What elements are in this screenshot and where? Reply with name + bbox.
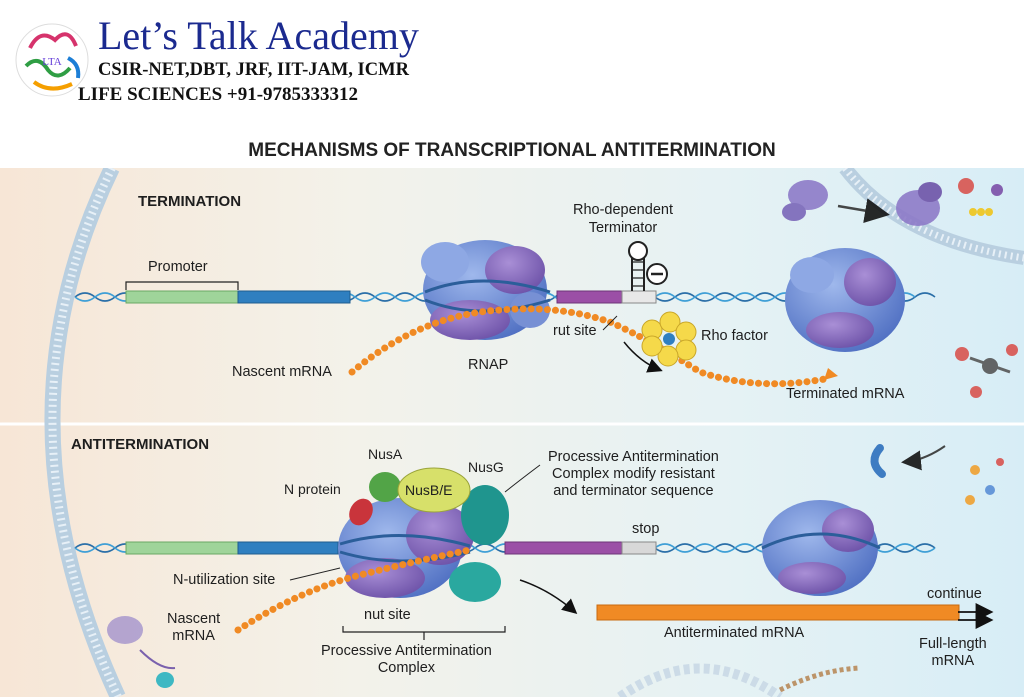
- brand-subtitle: CSIR-NET,DBT, JRF, IIT-JAM, ICMR: [98, 60, 409, 80]
- decor-molecules: [107, 178, 1018, 697]
- rho-factor-hexamer: [641, 311, 697, 367]
- diagram-illustration: [0, 168, 1024, 697]
- nascent-mrna-label: Nascent mRNA: [232, 364, 332, 380]
- brand-contact: LIFE SCIENCES +91-9785333312: [78, 84, 359, 105]
- stop-label: stop: [632, 521, 660, 537]
- full-length-mrna-label: Full-length mRNA: [919, 636, 987, 669]
- nascent-mrna-anti-label: Nascent mRNA: [167, 611, 221, 644]
- nusa-label: NusA: [368, 446, 403, 462]
- n-protein-label: N protein: [284, 481, 341, 497]
- rnap-label: RNAP: [468, 357, 509, 373]
- complex-label: Processive Antitermination Complex: [321, 643, 492, 676]
- antitermination-heading: ANTITERMINATION: [71, 436, 210, 453]
- nusbe-label: NusB/E: [405, 482, 453, 498]
- hairpin-terminator: [628, 241, 668, 291]
- n-utilization-site-label: N-utilization site: [173, 572, 276, 588]
- diagram-title: MECHANISMS OF TRANSCRIPTIONAL ANTITERMIN…: [248, 140, 776, 161]
- rut-site-label: rut site: [553, 323, 597, 339]
- termination-heading: TERMINATION: [138, 193, 242, 210]
- terminator-label: Rho-dependent Terminator: [573, 202, 673, 236]
- brand-title: Let’s Talk Academy: [98, 13, 419, 58]
- nusg-label: NusG: [468, 459, 504, 475]
- promoter-label: Promoter: [148, 259, 208, 275]
- antiterminated-mrna-label: Antiterminated mRNA: [664, 625, 805, 641]
- nut-site-label: nut site: [364, 607, 411, 623]
- brand-header: LTA Let’s Talk Academy CSIR-NET,DBT, JRF…: [0, 0, 1024, 120]
- lta-logo: LTA: [15, 23, 89, 97]
- logo-text: LTA: [42, 56, 62, 68]
- continue-label: continue: [927, 586, 982, 602]
- rnap-antitermination-right: [761, 500, 881, 596]
- released-rnap: [785, 248, 905, 352]
- terminated-mrna-label: Terminated mRNA: [786, 386, 905, 402]
- complex-note-label: Processive Antitermination Complex modif…: [548, 449, 719, 499]
- rnap-termination: [421, 240, 551, 340]
- rho-factor-label: Rho factor: [701, 328, 768, 344]
